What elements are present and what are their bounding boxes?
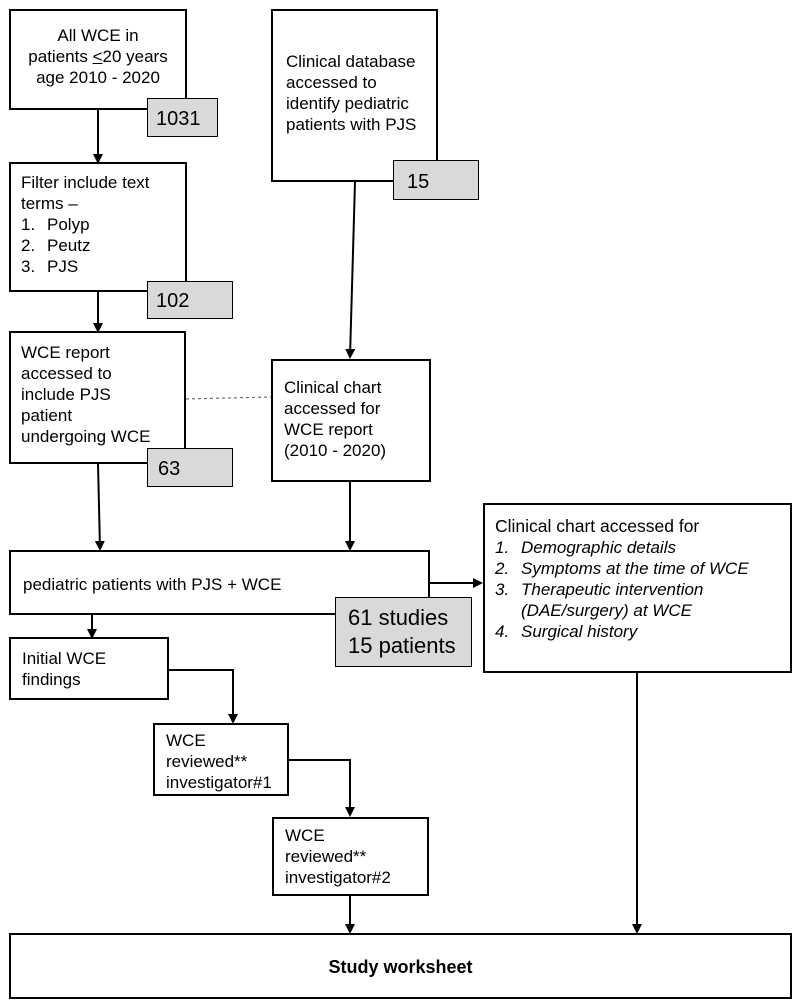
count-pediatric-studies: 61 studies — [348, 605, 449, 630]
node-wce-report-line3: include PJS — [21, 385, 111, 404]
node-filter: Filter include text terms – 1. Polyp 2. Pe… — [9, 162, 187, 292]
arrow-initial-review1 — [169, 669, 238, 724]
node-clinical-database: Clinical database accessed to identify p… — [271, 9, 438, 182]
detail-item: 1. Demographic details — [495, 537, 749, 558]
count-pediatric: 61 studies 15 patients — [335, 597, 472, 667]
node-filter-heading2: terms – — [21, 194, 78, 213]
arrow-report-pediatric — [94, 463, 105, 551]
detail-item-num: 4. — [495, 622, 510, 641]
count-clinical-database: 15 — [393, 160, 479, 200]
filter-term-text: PJS — [47, 257, 79, 276]
node-pediatric-label: pediatric patients with PJS + WCE — [23, 575, 282, 594]
node-wce-report-line1: WCE report — [21, 343, 110, 362]
node-all-wce-line2-prefix: patients — [28, 47, 93, 66]
detail-item: (DAE/surgery) at WCE — [495, 600, 749, 621]
node-review1-line1: WCE — [166, 731, 206, 750]
count-wce-report-value: 63 — [158, 458, 181, 480]
arrow-db-chart — [345, 181, 356, 359]
node-all-wce-line3: age 2010 - 2020 — [36, 68, 160, 87]
node-clinical-db-line2: accessed to — [286, 73, 377, 92]
detail-item: 4. Surgical history — [495, 621, 749, 642]
node-all-wce-line2: patients <20 years — [11, 46, 185, 67]
filter-term-num: 2. — [21, 236, 36, 255]
node-review-investigator-2: WCE reviewed** investigator#2 — [272, 817, 429, 896]
node-pediatric-patients: pediatric patients with PJS + WCE — [9, 550, 430, 615]
node-study-worksheet-label: Study worksheet — [328, 957, 473, 977]
node-clinical-db-line1: Clinical database — [286, 52, 416, 71]
filter-term-text: Peutz — [47, 236, 91, 255]
node-chart-details-list: 1. Demographic details 2. Symptoms at the … — [495, 537, 749, 642]
detail-item: 3. Therapeutic intervention — [495, 579, 749, 600]
node-wce-report: WCE report accessed to include PJS patie… — [9, 331, 186, 464]
filter-term-num: 3. — [21, 257, 36, 276]
detail-item-text: Symptoms at the time of WCE — [521, 559, 749, 578]
count-all-wce: 1031 — [147, 98, 218, 137]
node-clinical-chart-line2: accessed for — [284, 399, 381, 418]
le-symbol: < — [92, 47, 103, 66]
node-clinical-chart-report: Clinical chart accessed for WCE report (… — [271, 359, 431, 482]
node-study-worksheet: Study worksheet — [9, 933, 792, 999]
node-review-investigator-1: WCE reviewed** investigator#1 — [153, 723, 289, 796]
node-clinical-db-line3: identify pediatric — [286, 94, 409, 113]
detail-item-text: Surgical history — [521, 622, 638, 641]
node-initial-line1: Initial WCE — [22, 649, 107, 668]
node-review1-line2: reviewed** — [166, 752, 248, 771]
node-review2-line2: reviewed** — [285, 847, 367, 866]
filter-term-num: 1. — [21, 215, 36, 234]
detail-item: 2. Symptoms at the time of WCE — [495, 558, 749, 579]
count-pediatric-patients: 15 patients — [348, 633, 456, 658]
node-all-wce-line1: All WCE in — [57, 26, 139, 45]
node-clinical-db-line4: patients with PJS — [286, 115, 417, 134]
node-clinical-chart-line3: WCE report — [284, 420, 373, 439]
detail-item-num: 1. — [495, 538, 510, 557]
filter-term-text: Polyp — [47, 215, 90, 234]
node-clinical-chart-line4: (2010 - 2020) — [284, 441, 387, 460]
node-all-wce: All WCE in patients <20 years age 2010 -… — [9, 9, 187, 110]
node-clinical-chart-line1: Clinical chart — [284, 378, 382, 397]
arrow-review1-review2 — [289, 759, 355, 817]
detail-item-num: 2. — [495, 559, 510, 578]
count-filter: 102 — [147, 281, 233, 319]
count-all-wce-value: 1031 — [156, 108, 201, 130]
filter-term: 3. PJS — [21, 256, 150, 277]
node-filter-heading1: Filter include text — [21, 173, 150, 192]
node-all-wce-line2-rest: 20 years — [102, 47, 168, 66]
node-review2-line3: investigator#2 — [285, 868, 391, 887]
node-wce-report-line5: undergoing WCE — [21, 427, 151, 446]
filter-term: 1. Polyp — [21, 214, 150, 235]
node-wce-report-line2: accessed to — [21, 364, 112, 383]
detail-item-text: (DAE/surgery) at WCE — [521, 601, 692, 620]
count-wce-report: 63 — [147, 448, 233, 487]
node-initial-findings: Initial WCE findings — [9, 637, 169, 700]
node-chart-details: Clinical chart accessed for 1. Demographi… — [483, 503, 792, 673]
filter-term: 2. Peutz — [21, 235, 150, 256]
node-chart-details-heading: Clinical chart accessed for — [495, 516, 700, 536]
node-filter-list: 1. Polyp 2. Peutz 3. PJS — [21, 214, 150, 277]
detail-item-num: 3. — [495, 580, 510, 599]
node-wce-report-line4: patient — [21, 406, 73, 425]
detail-item-text: Demographic details — [521, 538, 676, 557]
dashed-link-report-chart — [185, 396, 272, 400]
node-review1-line3: investigator#1 — [166, 773, 272, 792]
node-review2-line1: WCE — [285, 826, 325, 845]
count-clinical-database-value: 15 — [407, 171, 430, 193]
node-initial-line2: findings — [22, 670, 81, 689]
detail-item-text: Therapeutic intervention — [521, 580, 704, 599]
count-filter-value: 102 — [156, 290, 190, 312]
